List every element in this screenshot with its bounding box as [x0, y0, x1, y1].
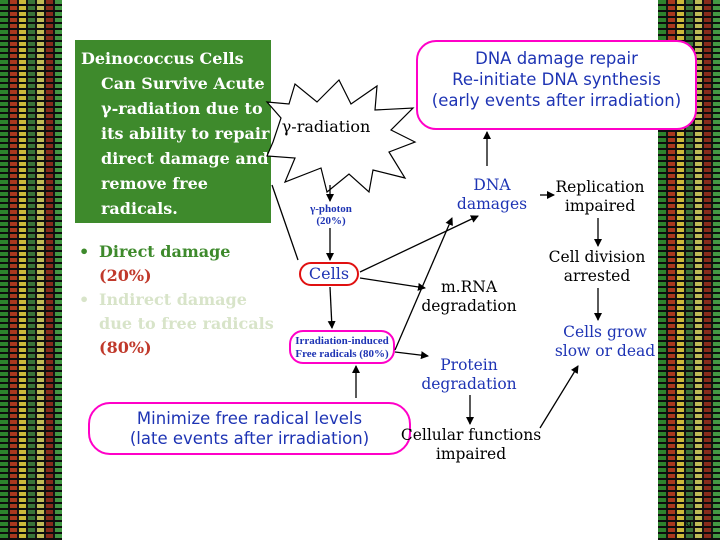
- protein-degradation-node: Protein degradation: [418, 356, 520, 394]
- cellular-functions-node: Cellular functions impaired: [396, 426, 546, 464]
- summary-line-3: γ-radiation due to: [101, 99, 263, 118]
- radiation-starburst: [265, 78, 417, 194]
- summary-line-2: Can Survive Acute: [101, 74, 265, 93]
- protein-line-1: Protein: [440, 356, 498, 374]
- bullet-indirect-label: Indirect damage: [99, 290, 247, 309]
- summary-line-6: remove free: [101, 174, 208, 193]
- bullet-dot: •: [79, 242, 90, 261]
- cellular-line-2: impaired: [435, 445, 507, 463]
- replication-impaired-node: Replication impaired: [548, 178, 652, 216]
- bullet-dot: •: [79, 290, 90, 309]
- bullet-indirect-label-2: due to free radicals: [99, 314, 274, 333]
- cell-division-node: Cell division arrested: [536, 248, 658, 286]
- summary-line-7: radicals.: [101, 199, 178, 218]
- minimize-line-2: (late events after irradiation): [129, 429, 370, 448]
- minimize-free-radicals-box: Minimize free radical levels (late event…: [88, 402, 411, 455]
- cells-grow-line-2: slow or dead: [554, 342, 656, 360]
- replication-line-1: Replication: [555, 178, 645, 196]
- cell-division-line-2: arrested: [563, 267, 631, 285]
- protein-line-2: degradation: [421, 375, 517, 393]
- dna-damages-line-2: damages: [456, 195, 528, 213]
- photon-line-2: (20%): [316, 215, 346, 227]
- free-radicals-node: Irradiation-induced Free radicals (80%): [289, 330, 395, 364]
- bullet-indirect-percent: (80%): [99, 338, 152, 357]
- deinococcus-summary-box: Deinococcus Cells Can Survive Acute γ-ra…: [75, 40, 271, 223]
- dna-repair-callout: DNA damage repair Re-initiate DNA synthe…: [416, 40, 697, 130]
- callout-line-1: DNA damage repair: [475, 49, 638, 68]
- callout-line-3: (early events after irradiation): [431, 91, 682, 110]
- dna-damages-node: DNA damages: [446, 176, 538, 214]
- mrna-line-1: m.RNA: [440, 278, 498, 296]
- callout-line-2: Re-initiate DNA synthesis: [452, 70, 661, 89]
- summary-line-1: Deinococcus Cells: [81, 49, 244, 68]
- gamma-radiation-label: γ-radiation: [281, 117, 371, 136]
- left-decorative-strip: [0, 0, 62, 540]
- bullet-indirect-damage: • Indirect damage due to free radicals (…: [79, 288, 275, 360]
- free-radicals-line-1: Irradiation-induced: [295, 335, 389, 347]
- cells-grow-line-1: Cells grow: [563, 323, 647, 341]
- bullet-direct-damage: • Direct damage (20%): [79, 240, 275, 288]
- page-number: 9: [686, 520, 692, 531]
- damage-bullet-list: • Direct damage (20%) • Indirect damage …: [79, 240, 275, 360]
- starburst-shape: [265, 78, 417, 194]
- cellular-line-1: Cellular functions: [400, 426, 542, 444]
- bullet-direct-percent: (20%): [99, 266, 152, 285]
- photon-line-1: γ-photon: [310, 203, 352, 215]
- free-radicals-line-2: Free radicals (80%): [295, 348, 389, 360]
- mrna-degradation-node: m.RNA degradation: [418, 278, 520, 316]
- dna-damages-line-1: DNA: [473, 176, 511, 194]
- gamma-photon-label: γ-photon (20%): [302, 203, 360, 227]
- left-strip-pattern: [0, 0, 62, 540]
- cells-grow-node: Cells grow slow or dead: [548, 323, 662, 361]
- mrna-line-2: degradation: [421, 297, 517, 315]
- cells-node: Cells: [299, 262, 359, 286]
- summary-line-4: its ability to repair: [101, 124, 270, 143]
- cell-division-line-1: Cell division: [548, 248, 646, 266]
- bullet-direct-label: Direct damage: [99, 242, 231, 261]
- replication-line-2: impaired: [564, 197, 636, 215]
- minimize-line-1: Minimize free radical levels: [136, 409, 363, 428]
- summary-line-5: direct damage and: [101, 149, 269, 168]
